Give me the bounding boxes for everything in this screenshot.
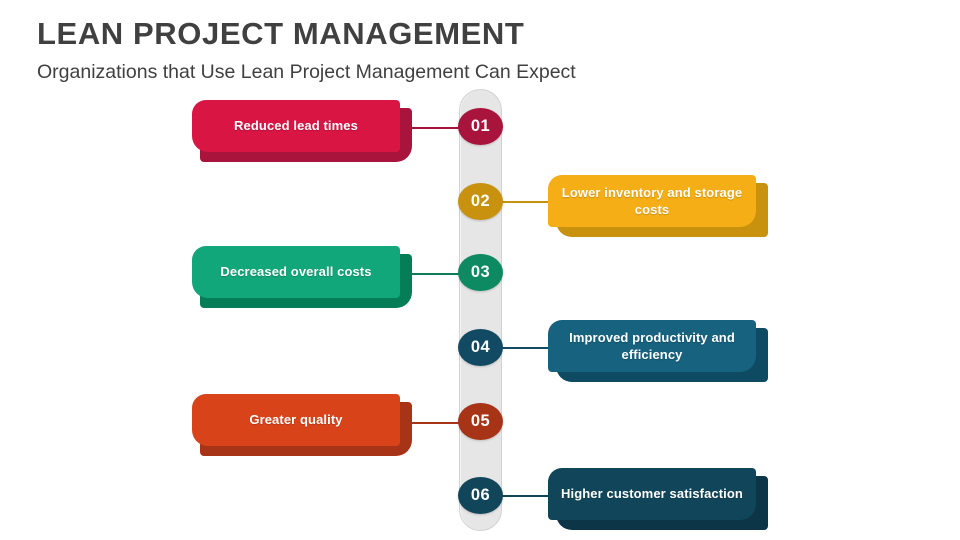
card-face: Decreased overall costs xyxy=(192,246,400,298)
header: LEAN PROJECT MANAGEMENT Organizations th… xyxy=(37,16,917,84)
step-badge-01[interactable]: 01 xyxy=(458,108,503,145)
card-face: Higher customer satisfaction xyxy=(548,468,756,520)
card-label: Reduced lead times xyxy=(234,118,358,134)
card-label: Improved productivity and efficiency xyxy=(569,329,735,362)
card-label: Greater quality xyxy=(249,412,343,428)
step-badge-03[interactable]: 03 xyxy=(458,254,503,291)
card-face: Lower inventory and storage costs xyxy=(548,175,756,227)
connector-line-04 xyxy=(496,347,556,349)
step-badge-06[interactable]: 06 xyxy=(458,477,503,514)
card-label: Lower inventory and storage costs xyxy=(561,184,743,217)
connector-line-06 xyxy=(496,495,556,497)
card-face: Reduced lead times xyxy=(192,100,400,152)
benefit-card-05[interactable]: Greater quality xyxy=(192,394,412,456)
card-label: Decreased overall costs xyxy=(220,264,372,280)
step-badge-05[interactable]: 05 xyxy=(458,403,503,440)
card-face: Improved productivity and efficiency xyxy=(548,320,756,372)
card-face: Greater quality xyxy=(192,394,400,446)
card-label: Higher customer satisfaction xyxy=(561,486,743,502)
connector-line-03 xyxy=(404,273,466,275)
step-badge-02[interactable]: 02 xyxy=(458,183,503,220)
page-title: LEAN PROJECT MANAGEMENT xyxy=(37,16,525,51)
benefit-card-03[interactable]: Decreased overall costs xyxy=(192,246,412,308)
benefit-card-04[interactable]: Improved productivity and efficiency xyxy=(548,320,768,382)
connector-line-02 xyxy=(496,201,556,203)
connector-line-05 xyxy=(404,422,466,424)
connector-line-01 xyxy=(404,127,466,129)
benefit-card-06[interactable]: Higher customer satisfaction xyxy=(548,468,768,530)
benefit-card-02[interactable]: Lower inventory and storage costs xyxy=(548,175,768,237)
benefit-card-01[interactable]: Reduced lead times xyxy=(192,100,412,162)
page-subtitle: Organizations that Use Lean Project Mana… xyxy=(37,60,576,83)
step-badge-04[interactable]: 04 xyxy=(458,329,503,366)
timeline-spine xyxy=(459,89,502,531)
